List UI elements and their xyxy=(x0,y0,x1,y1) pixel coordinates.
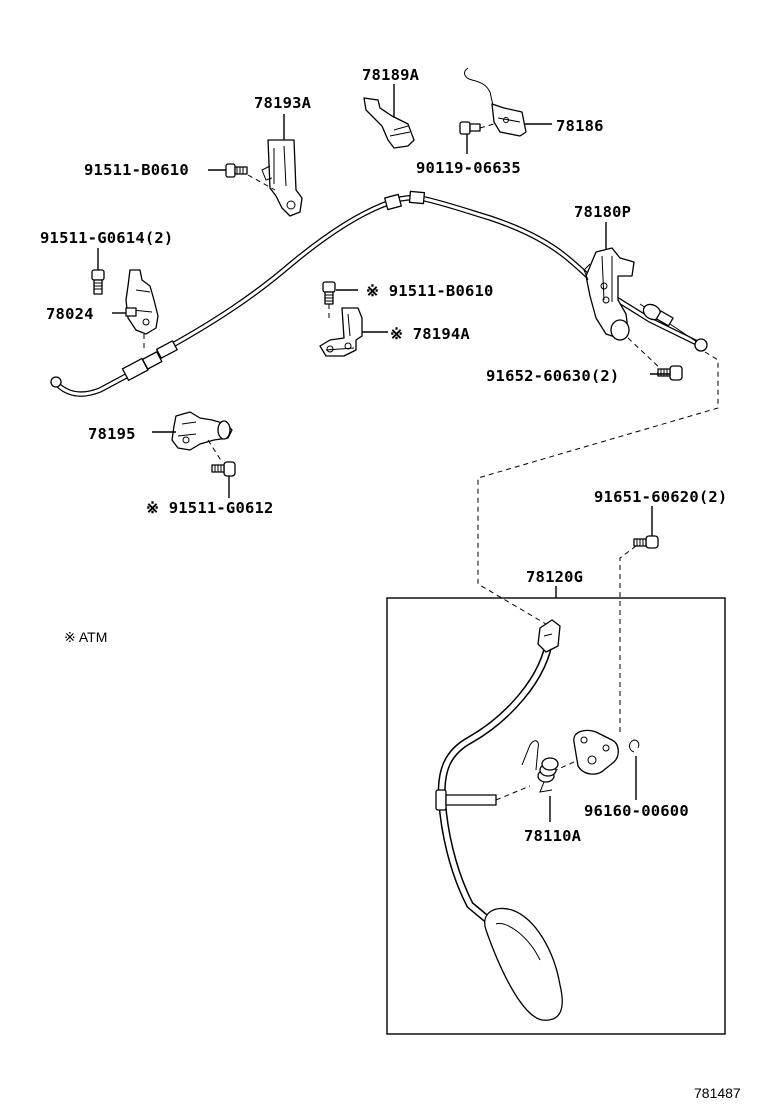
bolt-91511-G0614 xyxy=(91,248,105,295)
bracket-78186 xyxy=(459,67,552,154)
label-78180P: 78180P xyxy=(574,203,631,221)
label-78193A: 78193A xyxy=(254,94,312,112)
bracket-78180P xyxy=(583,222,663,371)
bolt-91511-B0610-top xyxy=(208,163,276,191)
bolt-91652-60630 xyxy=(650,365,683,381)
label-90119-06635: 90119-06635 xyxy=(416,159,521,177)
bracket-78193A xyxy=(261,114,303,217)
bolt-91651-60620 xyxy=(619,506,659,736)
atm-note: ※ ATM xyxy=(64,629,107,645)
bracket-78024 xyxy=(112,269,159,352)
label-91651-60620: 91651-60620(2) xyxy=(594,488,727,506)
e-ring-96160-00600 xyxy=(629,739,640,800)
figure-id: 781487 xyxy=(694,1085,741,1101)
bracket-78194A xyxy=(319,307,388,357)
label-91511-G0612: ※ 91511-G0612 xyxy=(146,499,274,517)
label-78024: 78024 xyxy=(46,305,94,323)
label-78110A: 78110A xyxy=(524,827,582,845)
pedal-arm-78120G xyxy=(437,619,563,1021)
label-78194A: ※ 78194A xyxy=(390,325,470,343)
bracket-78195 xyxy=(152,411,233,463)
pivot-shaft xyxy=(435,785,531,811)
label-91511-G0614: 91511-G0614(2) xyxy=(40,229,173,247)
label-78186: 78186 xyxy=(556,117,604,135)
label-96160-00600: 96160-00600 xyxy=(584,802,689,820)
label-78189A: 78189A xyxy=(362,66,420,84)
pedal-bracket-plate xyxy=(555,729,619,775)
label-78195: 78195 xyxy=(88,425,136,443)
label-91511-B0610-middle: ※ 91511-B0610 xyxy=(366,282,494,300)
label-78120G: 78120G xyxy=(526,568,583,586)
accelerator-cable xyxy=(50,190,708,397)
label-91511-B0610-top: 91511-B0610 xyxy=(84,161,189,179)
bolt-91511-B0610-middle xyxy=(322,281,358,322)
label-91652-60630: 91652-60630(2) xyxy=(486,367,619,385)
cable-connection-line xyxy=(477,351,719,625)
bracket-78189A xyxy=(363,84,415,149)
spring-78110A xyxy=(521,740,559,822)
bolt-91511-G0612 xyxy=(211,461,236,498)
